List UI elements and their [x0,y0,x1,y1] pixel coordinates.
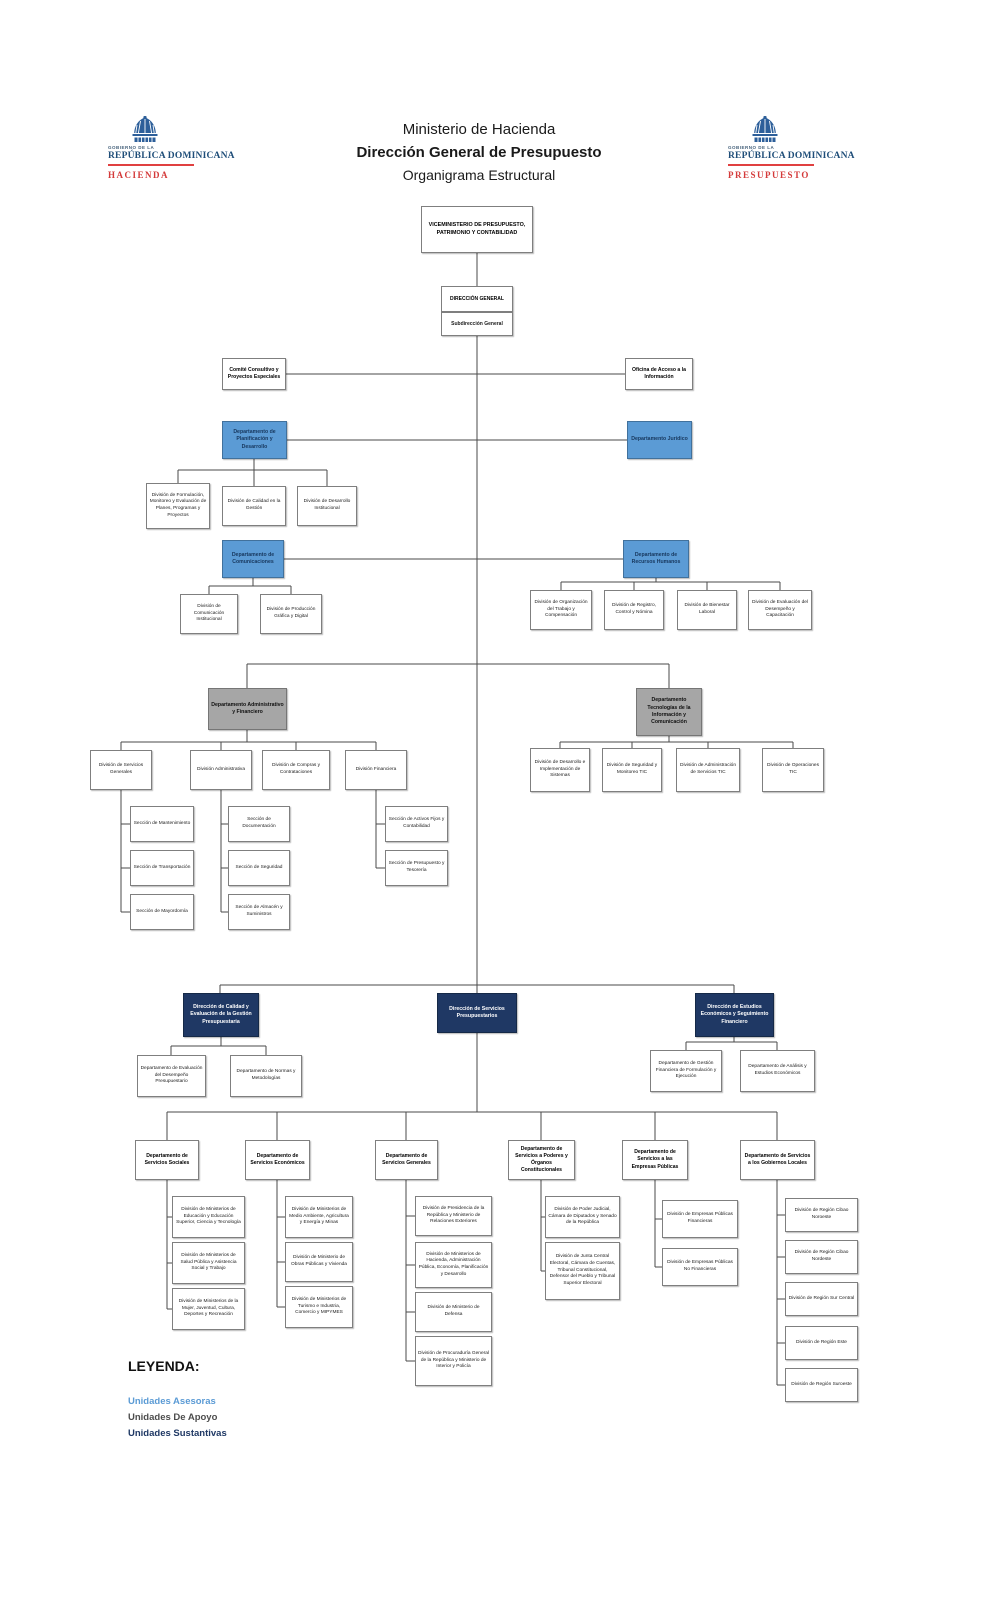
org-node-viceministerio: VICEMINISTERIO DE PRESUPUESTO, PATRIMONI… [421,206,533,253]
org-node-div-empresas-publicas-no-financieras: División de Empresas Públicas No Financi… [662,1248,738,1286]
org-node-dep-evaluacion-desempeno-presupuestario: Departamento de Evaluación del Desempeño… [137,1055,206,1097]
legend-item-unidades-de-apoyo: Unidades De Apoyo [128,1412,218,1423]
org-node-dir-estudios-economicos: Dirección de Estudios Económicos y Segui… [695,993,774,1037]
org-node-div-compras-contrataciones: División de Compras y Contrataciones [262,750,330,790]
title-organigrama: Organigrama Estructural [402,166,556,183]
logo-entity-hacienda: HACIENDA [108,170,170,180]
org-node-sec-transportacion: Sección de Transportación [130,850,194,886]
org-node-div-empresas-publicas-financieras: División de Empresas Públicas Financiera… [662,1200,738,1238]
org-node-div-financiera: División Financiera [345,750,407,790]
org-node-div-procuraduria-interior: División de Procuraduría General de la R… [415,1336,492,1386]
legend-item-unidades-sustantivas: Unidades Sustantivas [128,1428,227,1439]
org-node-dir-servicios-presupuestarios: Dirección de Servicios Presupuestarios [437,993,517,1033]
org-node-div-region-cibao-nordeste: División de Región Cibao Nordeste [785,1240,858,1274]
org-node-div-ministerios-medio-ambiente: División de Ministerios de Medio Ambient… [285,1196,353,1238]
org-node-dep-servicios-economicos: Departamento de Servicios Económicos [245,1140,310,1180]
org-node-dep-normas-metodologias: Departamento de Normas y Metodologías [230,1055,302,1097]
legend: LEYENDA: Unidades Asesoras Unidades De A… [128,1358,227,1444]
org-node-div-ministerios-hacienda: División de Ministerios de Hacienda, Adm… [415,1242,492,1288]
org-node-oficina-acceso-informacion: Oficina de Acceso a la Información [625,358,693,390]
org-node-div-ministerios-mujer: División de Ministerios de la Mujer, Juv… [172,1288,245,1330]
org-node-div-presidencia-relaciones: División de Presidencia de la República … [415,1196,492,1236]
national-palace-crest-icon [752,116,778,142]
org-node-sec-documentacion: Sección de Documentación [228,806,290,842]
logo-republica-text: REPÚBLICA DOMINICANA [728,151,855,161]
org-node-div-poder-judicial: División de Poder Judicial, Cámara de Di… [545,1196,620,1238]
org-node-dep-administrativo-financiero: Departamento Administrativo y Financiero [208,688,287,730]
logo-republica-text: REPÚBLICA DOMINICANA [108,151,235,161]
legend-title: LEYENDA: [128,1358,200,1374]
org-node-div-evaluacion-desempeno: División de Evaluación del Desempeño y C… [748,590,812,630]
org-node-div-ministerio-obras-publicas: División de Ministerio de Obras Públicas… [285,1242,353,1282]
logo-gobierno-text: GOBIERNO DE LA [108,145,155,150]
org-node-div-region-sur-central: División de Región Sur Central [785,1282,858,1316]
org-node-div-ministerios-educacion: División de Ministerios de Educación y E… [172,1196,245,1238]
org-node-sec-mantenimiento: Sección de Mantenimiento [130,806,194,842]
org-node-div-region-este: División de Región Este [785,1326,858,1360]
national-palace-crest-icon [132,116,158,142]
org-node-div-region-cibao-noroeste: División de Región Cibao Noroeste [785,1198,858,1232]
org-node-sec-mayordomia: Sección de Mayordomía [130,894,194,930]
org-node-subdireccion-general: Subdirección General [441,312,513,336]
org-node-div-operaciones-tic: División de Operaciones TIC [762,748,824,792]
org-node-dep-comunicaciones: Departamento de Comunicaciones [222,540,284,578]
org-node-comite-consultivo: Comité Consultivo y Proyectos Especiales [222,358,286,390]
org-node-direccion-general: DIRECCIÓN GENERAL [441,286,513,312]
org-node-div-comunicacion-institucional: División de Comunicación Institucional [180,594,238,634]
org-node-div-bienestar-laboral: División de Bienestar Laboral [677,590,737,630]
org-node-div-formulacion-monitoreo: División de Formulación, Monitoreo y Eva… [146,483,210,529]
logo-entity-presupuesto: PRESUPUESTO [728,170,810,180]
org-node-dep-tecnologias-informacion: Departamento Tecnologías de la Informaci… [636,688,702,736]
org-node-sec-seguridad: Sección de Seguridad [228,850,290,886]
org-node-div-ministerios-turismo: División de Ministerios de Turismo e Ind… [285,1286,353,1328]
org-node-sec-activos-fijos: Sección de Activos Fijos y Contabilidad [385,806,448,842]
org-node-div-region-suroeste: División de Región Suroeste [785,1368,858,1402]
org-node-div-organizacion-trabajo: División de Organización del Trabajo y C… [530,590,592,630]
org-node-dep-servicios-sociales: Departamento de Servicios Sociales [135,1140,199,1180]
org-node-div-ministerios-salud: División de Ministerios de Salud Pública… [172,1242,245,1284]
title-ministerio: Ministerio de Hacienda [402,121,556,138]
org-node-dep-servicios-generales: Departamento de Servicios Generales [375,1140,438,1180]
logo-gobierno-text: GOBIERNO DE LA [728,145,775,150]
org-node-dep-planificacion-desarrollo: Departamento de Planificación y Desarrol… [222,421,287,459]
title-direccion-general: Dirección General de Presupuesto [356,144,602,162]
page-title: Ministerio de Hacienda Dirección General… [284,118,674,186]
org-node-div-desarrollo-institucional: División de Desarrollo Institucional [297,486,357,526]
org-node-dep-servicios-empresas-publicas: Departamento de Servicios a las Empresas… [622,1140,688,1180]
org-node-div-ministerio-defensa: División de Ministerio de Defensa [415,1292,492,1332]
org-node-div-junta-central-electoral: División de Junta Central Electoral, Cám… [545,1242,620,1300]
org-node-dep-analisis-estudios: Departamento de Análisis y Estudios Econ… [740,1050,815,1092]
org-node-sec-presupuesto-tesoreria: Sección de Presupuesto y Tesorería [385,850,448,886]
org-node-div-administracion-servicios-tic: División de Administración de Servicios … [676,748,740,792]
org-node-div-seguridad-monitoreo-tic: División de Seguridad y Monitoreo TIC [602,748,662,792]
org-node-dep-recursos-humanos: Departamento de Recursos Humanos [623,540,689,578]
org-node-dir-calidad-evaluacion: Dirección de Calidad y Evaluación de la … [183,993,259,1037]
org-node-dep-servicios-poderes-organos: Departamento de Servicios a Poderes y Ór… [508,1140,575,1180]
org-node-dep-gestion-financiera: Departamento de Gestión Financiera de Fo… [650,1050,722,1092]
org-node-div-calidad-gestion: División de Calidad en la Gestión [222,486,286,526]
org-node-div-administrativa: División Administrativa [190,750,252,790]
org-node-div-desarrollo-sistemas: División de Desarrollo e Implementación … [530,748,590,792]
org-node-sec-almacen-suministros: Sección de Almacén y Suministros [228,894,290,930]
org-node-dep-servicios-gobiernos-locales: Departamento de Servicios a los Gobierno… [740,1140,815,1180]
org-node-div-registro-control-nomina: División de Registro, Control y Nómina [604,590,664,630]
org-node-div-produccion-grafica: División de Producción Gráfica y Digital [260,594,322,634]
org-node-div-servicios-generales: División de Servicios Generales [90,750,152,790]
hacienda-logo: GOBIERNO DE LA REPÚBLICA DOMINICANA HACI… [108,116,248,180]
logo-red-divider [728,164,814,166]
presupuesto-logo: GOBIERNO DE LA REPÚBLICA DOMINICANA PRES… [728,116,868,180]
logo-red-divider [108,164,194,166]
legend-item-unidades-asesoras: Unidades Asesoras [128,1396,216,1407]
org-node-dep-juridico: Departamento Jurídico [627,421,692,459]
